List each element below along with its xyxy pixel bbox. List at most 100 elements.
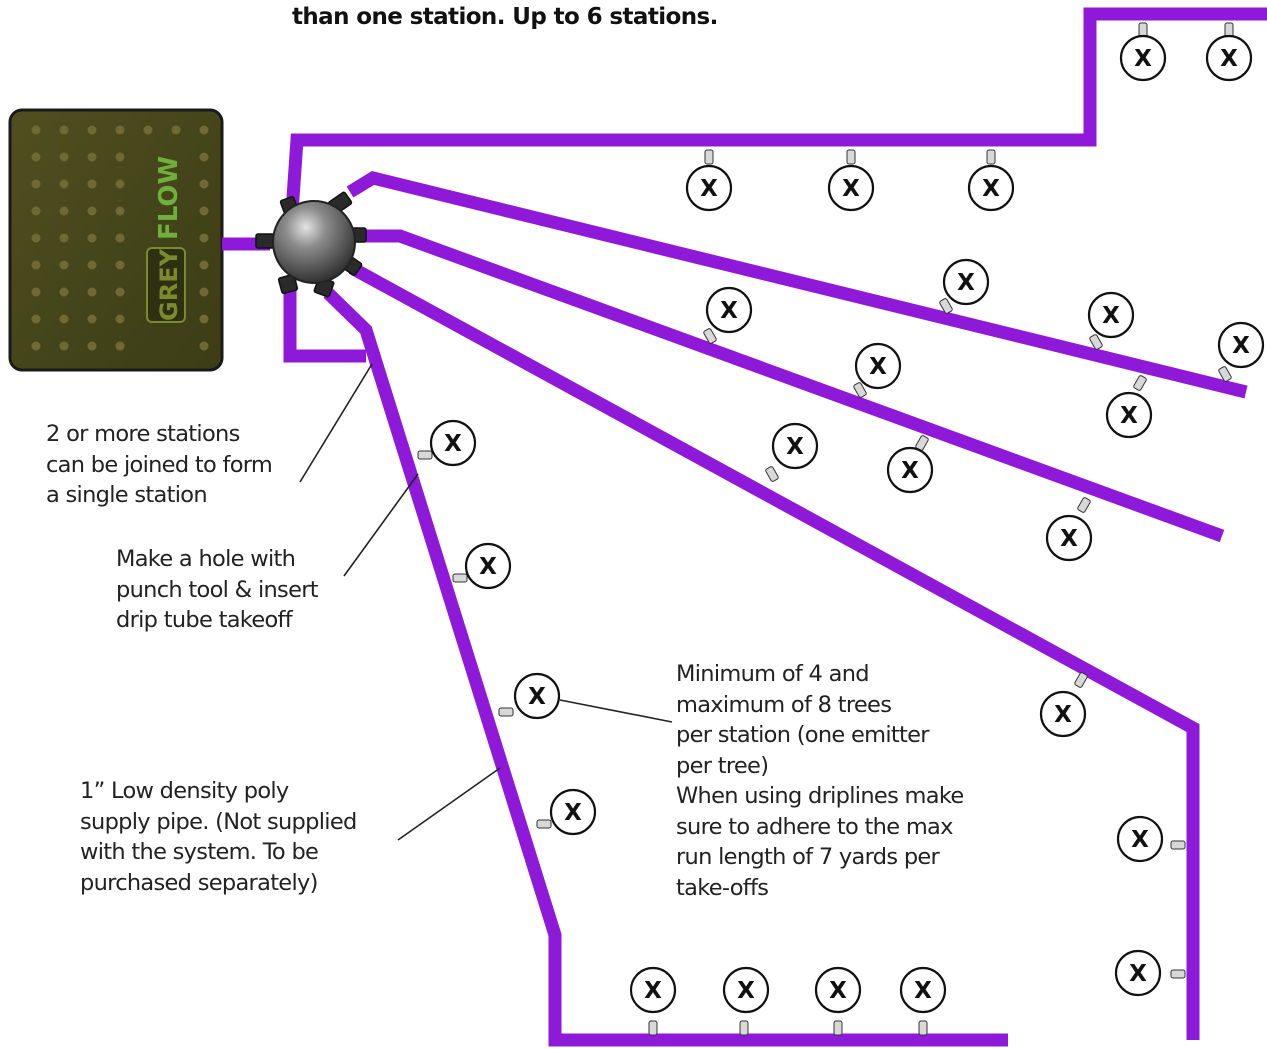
annotation-line: 2 or more stations [46,421,240,447]
tree-marker: X [827,164,875,212]
greyflow-tank-icon: GREY FLOW [8,108,224,372]
drip-emitter-icon [1170,969,1186,979]
tree-marker-label: X [786,434,804,460]
tree-marker-circle [1217,321,1265,369]
tank-dot [59,125,69,135]
drip-emitter-icon [1089,334,1103,350]
tree-marker-circle [1087,291,1135,339]
tank-dot [87,125,97,135]
tree-marker: X [1114,949,1162,997]
tank-dot [31,314,41,324]
tree-marker-label: X [644,978,662,1004]
tank-dot [31,206,41,216]
tree-marker: X [722,966,770,1014]
annotation-line: run length of 7 yards per [676,844,940,870]
tree-marker-label: X [720,298,738,324]
tree-marker: X [771,422,819,470]
annotation-line: a single station [46,482,208,508]
tank-dot [115,233,125,243]
tree-marker: X [854,342,902,390]
tank-dot [31,287,41,297]
tank-dot [199,260,209,270]
tree-marker: X [1039,690,1087,738]
tree-marker: X [899,966,947,1014]
tank-dot [31,179,41,189]
tank-dot [115,341,125,351]
tree-marker-label: X [1220,46,1238,72]
tree-marker: X [886,446,934,494]
tree-marker-label: X [737,978,755,1004]
tree-marker-circle [942,258,990,306]
drip-emitter-icon [1133,375,1147,391]
tree-marker-label: X [869,354,887,380]
tree-marker-label: X [1102,303,1120,329]
tree-marker-label: X [842,176,860,202]
tank-dot [31,260,41,270]
tree-marker-circle [464,542,512,590]
tank-dot [87,341,97,351]
drip-emitter-icon [986,149,996,165]
leader-join-stations [299,363,373,483]
pipe-supply-left [323,288,1008,1047]
tree-marker-label: X [528,684,546,710]
drip-emitter-icon [918,1020,928,1036]
tank-dot [199,179,209,189]
drip-emitter-icon [1074,672,1088,688]
tree-marker-label: X [700,176,718,202]
tree-marker-circle [513,672,561,720]
tank-dot [31,233,41,243]
tank-dot [199,125,209,135]
drip-emitter-icon [833,1020,843,1036]
pipe-lower-diagonal [348,262,1200,1040]
annotation-line: Make a hole with [116,546,296,572]
annotation-line: 1” Low density poly [80,778,289,804]
drip-emitter-icon [536,819,552,829]
tree-marker-label: X [982,176,1000,202]
tank-dot [59,260,69,270]
tank-dot [87,152,97,162]
tank-dot [199,314,209,324]
tank-dot [31,152,41,162]
tree-marker-circle [685,164,733,212]
tank-logo-flow: FLOW [154,156,184,240]
tank-dot [115,260,125,270]
tree-marker-label: X [1060,526,1078,552]
tank-dot [171,125,181,135]
pipe-middle-diagonal [357,229,1225,543]
tree-marker: X [685,164,733,212]
tank-dot [115,314,125,324]
tank-dot [59,206,69,216]
tank-dot [59,152,69,162]
tank-dot [87,206,97,216]
annotation-line: can be joined to form [46,451,273,478]
tree-marker: X [513,672,561,720]
leader-trees-per-station [559,699,673,723]
tree-marker-circle [771,422,819,470]
annotation-line: drip tube takeoff [116,607,293,633]
tank-texture-dots [31,125,209,351]
drip-emitter-icon [939,298,953,314]
tank-dot [87,260,97,270]
drip-emitter-icon [1170,840,1186,850]
annotation-line: with the system. To be [80,839,319,865]
tree-marker-circle [827,164,875,212]
drip-emitter-icon [1218,366,1232,382]
tree-marker-circle [814,966,862,1014]
drip-emitter-icon [1077,497,1091,513]
pipe-loop-join [283,280,366,363]
tree-marker: X [1205,34,1253,82]
distribution-manifold-icon [255,191,367,298]
tree-marker-label: X [479,554,497,580]
tree-marker-circle [967,164,1015,212]
tree-marker-circle [629,966,677,1014]
annotation-line: punch tool & insert [116,576,319,603]
drip-emitter-icon [853,382,867,398]
tree-marker: X [1045,514,1093,562]
leader-punch-tool [343,473,419,577]
tree-marker: X [429,419,477,467]
tank-dot [59,233,69,243]
tree-marker-circle [429,419,477,467]
annotation-line: per station (one emitter [676,722,930,748]
tree-marker-circle [1205,34,1253,82]
